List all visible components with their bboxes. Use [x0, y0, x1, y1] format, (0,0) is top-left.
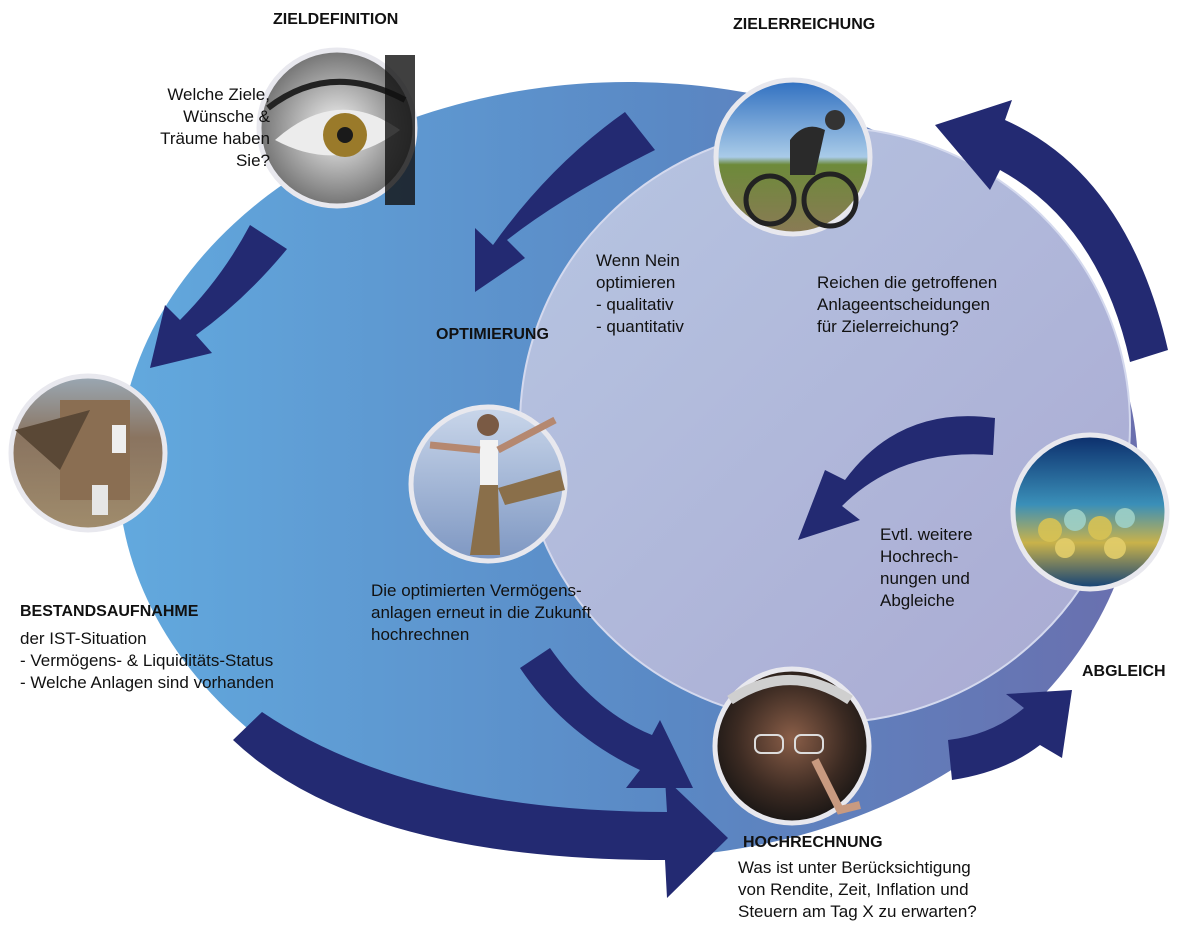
zielerreichung-title: ZIELERREICHUNG	[733, 16, 876, 33]
arrow-optimierung-to-hochrechnung	[520, 648, 693, 788]
arrow-hochrechnung-to-abgleich	[948, 690, 1072, 780]
hochrechnung-text: Was ist unter Berücksichtigung von Rendi…	[738, 858, 977, 921]
old-man-glasses-photo	[712, 666, 872, 826]
abgleich-title: ABGLEICH	[1082, 663, 1166, 680]
eye-photo	[256, 47, 418, 209]
arrow-abgleich-loop	[798, 416, 995, 540]
arrow-zielerreichung-to-optimierung	[475, 112, 655, 292]
zieldefinition-title: ZIELDEFINITION	[273, 11, 399, 28]
arrow-abgleich-to-zielerreichung	[935, 100, 1168, 362]
hochrechnung-title: HOCHRECHNUNG	[743, 834, 883, 851]
glass-beads-photo	[1010, 432, 1170, 592]
abgleich-loop-text: Evtl. weitere Hochrech- nungen und Abgle…	[880, 525, 973, 610]
arrow-bestandsaufnahme-to-hochrechnung	[233, 712, 728, 898]
bestandsaufnahme-text: der IST-Situation - Vermögens- & Liquidi…	[20, 629, 274, 692]
mountain-biker-photo	[713, 77, 873, 237]
old-building-photo	[8, 373, 168, 533]
zieldefinition-text: Welche Ziele, Wünsche & Träume haben Sie…	[160, 85, 270, 170]
bestandsaufnahme-title: BESTANDSAUFNAHME	[20, 603, 199, 620]
optimierung-text: Die optimierten Vermögens- anlagen erneu…	[371, 581, 592, 644]
zielerreichung-text: Reichen die getroffenen Anlageentscheidu…	[817, 273, 998, 336]
arrow-zieldefinition-to-bestandsaufnahme	[150, 225, 287, 368]
optimierung-title: OPTIMIERUNG	[436, 326, 549, 343]
optimierung-condition-text: Wenn Nein optimieren - qualitativ - quan…	[596, 251, 684, 336]
yoga-stretch-photo	[408, 404, 568, 564]
